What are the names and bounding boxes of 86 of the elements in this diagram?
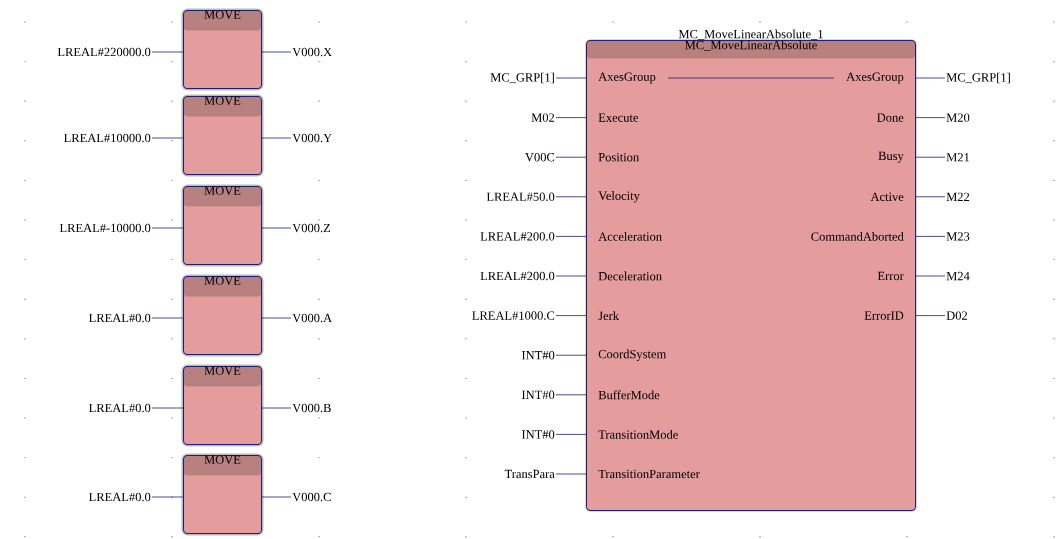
function-block: MOVE (181, 274, 264, 357)
connection-line (915, 196, 946, 198)
variable-label: V000.Y (291, 132, 334, 144)
pin-label: Jerk (598, 311, 620, 320)
variable-label: D02 (945, 310, 969, 321)
variable-label: M24 (945, 270, 971, 282)
variable-label: V000.C (291, 491, 333, 503)
connection-line (555, 275, 587, 277)
variable-label: LREAL#50.0 (485, 191, 556, 203)
variable-label: M23 (945, 231, 971, 242)
connection-line (915, 315, 946, 316)
connection-line (151, 407, 184, 409)
connection-line (555, 156, 587, 158)
variable-label: LREAL#0.0 (87, 312, 152, 324)
connection-line (555, 394, 587, 396)
variable-label: INT#0 (520, 389, 556, 400)
pin-label: CommandAborted (811, 232, 904, 241)
variable-label: LREAL#220000.0 (56, 46, 152, 58)
variable-label: V00C (523, 151, 556, 163)
variable-label: MC_GRP[1] (489, 71, 556, 85)
variable-label: LREAL#1000.C (470, 310, 556, 321)
variable-label: LREAL#200.0 (479, 231, 556, 242)
connection-line (555, 77, 587, 79)
variable-label: M22 (945, 191, 971, 202)
pin-label: Acceleration (598, 232, 662, 241)
connection-line (261, 317, 292, 319)
connection-line (261, 227, 292, 229)
variable-label: TransPara (503, 468, 556, 480)
variable-label: MC_GRP[1] (945, 71, 1012, 85)
pin-label: TransitionMode (598, 430, 678, 439)
connection-line (555, 473, 587, 475)
pin-label: BufferMode (598, 390, 660, 400)
pin-label: CoordSystem (598, 349, 667, 361)
pin-label: TransitionParameter (598, 469, 700, 479)
variable-label: INT#0 (520, 350, 556, 361)
variable-label: LREAL#10000.0 (62, 132, 152, 144)
pin-label: Active (870, 192, 904, 201)
connection-line (915, 77, 946, 79)
instance-name: MC_MoveLinearAbsolute_1 (678, 29, 823, 40)
pin-label: AxesGroup (846, 72, 904, 84)
function-block: MOVE (181, 364, 264, 447)
connection-line (555, 315, 587, 316)
variable-label: M21 (945, 152, 971, 163)
pin-label: Error (877, 271, 904, 281)
pin-label: ErrorID (864, 311, 904, 320)
connection-line (151, 51, 184, 53)
pin-label: Done (877, 113, 904, 122)
connection-line (555, 434, 587, 435)
connection-line (151, 137, 184, 139)
connection-line (555, 196, 587, 198)
variable-label: V000.B (291, 402, 333, 414)
connection-line (915, 236, 946, 237)
variable-label: M20 (945, 112, 971, 123)
pin-label: Execute (598, 113, 639, 122)
connection-line (261, 51, 292, 53)
connection-line (151, 496, 184, 498)
connection-line (261, 496, 292, 498)
variable-label: LREAL#0.0 (87, 402, 152, 414)
connection-line (555, 354, 587, 356)
connection-line (915, 275, 946, 277)
connection-line (667, 77, 835, 79)
connection-line (261, 137, 292, 139)
variable-label: M02 (530, 112, 556, 123)
variable-label: V000.X (291, 46, 334, 58)
variable-label: V000.Z (291, 222, 332, 234)
connection-line (151, 227, 184, 229)
variable-label: LREAL#-10000.0 (58, 222, 152, 234)
connection-line (261, 407, 292, 409)
pin-label: Deceleration (598, 271, 662, 281)
pin-label: Velocity (598, 191, 640, 203)
function-block: MOVE (181, 453, 264, 536)
connection-line (555, 117, 587, 118)
function-block: MOVE (181, 94, 264, 177)
pin-label: Busy (878, 151, 904, 163)
variable-label: INT#0 (520, 429, 556, 440)
function-block: MOVE (181, 8, 264, 91)
connection-line (555, 236, 587, 237)
function-block: MOVE (181, 184, 264, 267)
connection-line (915, 117, 946, 118)
pin-label: Position (598, 153, 639, 162)
pin-label: AxesGroup (598, 72, 656, 84)
connection-line (915, 156, 946, 158)
variable-label: LREAL#200.0 (479, 270, 556, 282)
variable-label: LREAL#0.0 (87, 491, 152, 503)
connection-line (151, 317, 184, 319)
variable-label: V000.A (291, 312, 334, 324)
